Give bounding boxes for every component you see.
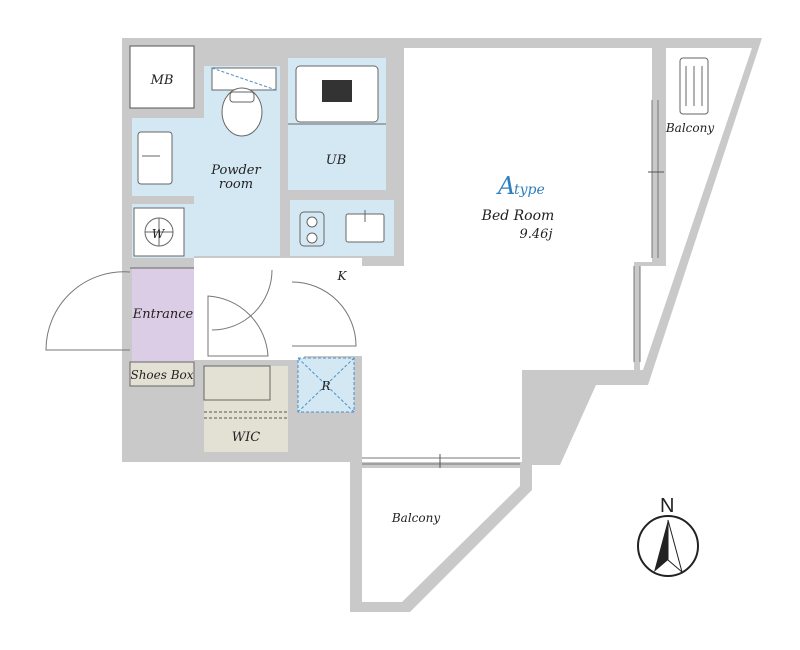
label-entrance: Entrance <box>132 307 194 322</box>
mb-closet <box>129 45 195 109</box>
label-refrigerator: R <box>320 379 330 393</box>
corridor-floor <box>194 260 304 360</box>
label-bed-room-size: 9.46j <box>520 227 553 242</box>
entrance-floor <box>132 268 194 362</box>
label-kitchen: K <box>337 269 348 283</box>
stove-icon <box>306 216 318 228</box>
shoes-box <box>129 361 195 387</box>
label-bed-room: Bed Room <box>481 208 555 224</box>
label-balcony-east: Balcony <box>665 121 714 135</box>
unit-type-letter: A <box>496 172 515 200</box>
unit-type-suffix: type <box>514 182 545 198</box>
balcony-east-floor <box>640 48 752 370</box>
compass-label: N <box>660 495 674 517</box>
label-mb: MB <box>150 73 174 88</box>
corridor-door-swing <box>207 295 269 357</box>
powder-door-swing <box>211 269 273 331</box>
label-washer: W <box>152 227 166 241</box>
stove-icon-2 <box>306 232 318 244</box>
label-shoes-box: Shoes Box <box>130 368 193 382</box>
wic-shelf <box>203 365 271 401</box>
balcony-south-inner <box>362 468 520 602</box>
label-wic: WIC <box>232 430 260 445</box>
kitchen-door-swing <box>291 281 357 347</box>
label-ub: UB <box>326 153 347 168</box>
entrance-door-swing <box>45 271 131 351</box>
label-powder-room-2: room <box>219 177 253 192</box>
label-powder-room-1: Powder <box>210 163 261 178</box>
bath-drain-icon <box>322 80 352 102</box>
washbasin <box>137 131 173 185</box>
north-arrow-icon <box>637 515 699 577</box>
bed-room-floor <box>292 48 652 462</box>
label-balcony-south: Balcony <box>391 511 440 525</box>
